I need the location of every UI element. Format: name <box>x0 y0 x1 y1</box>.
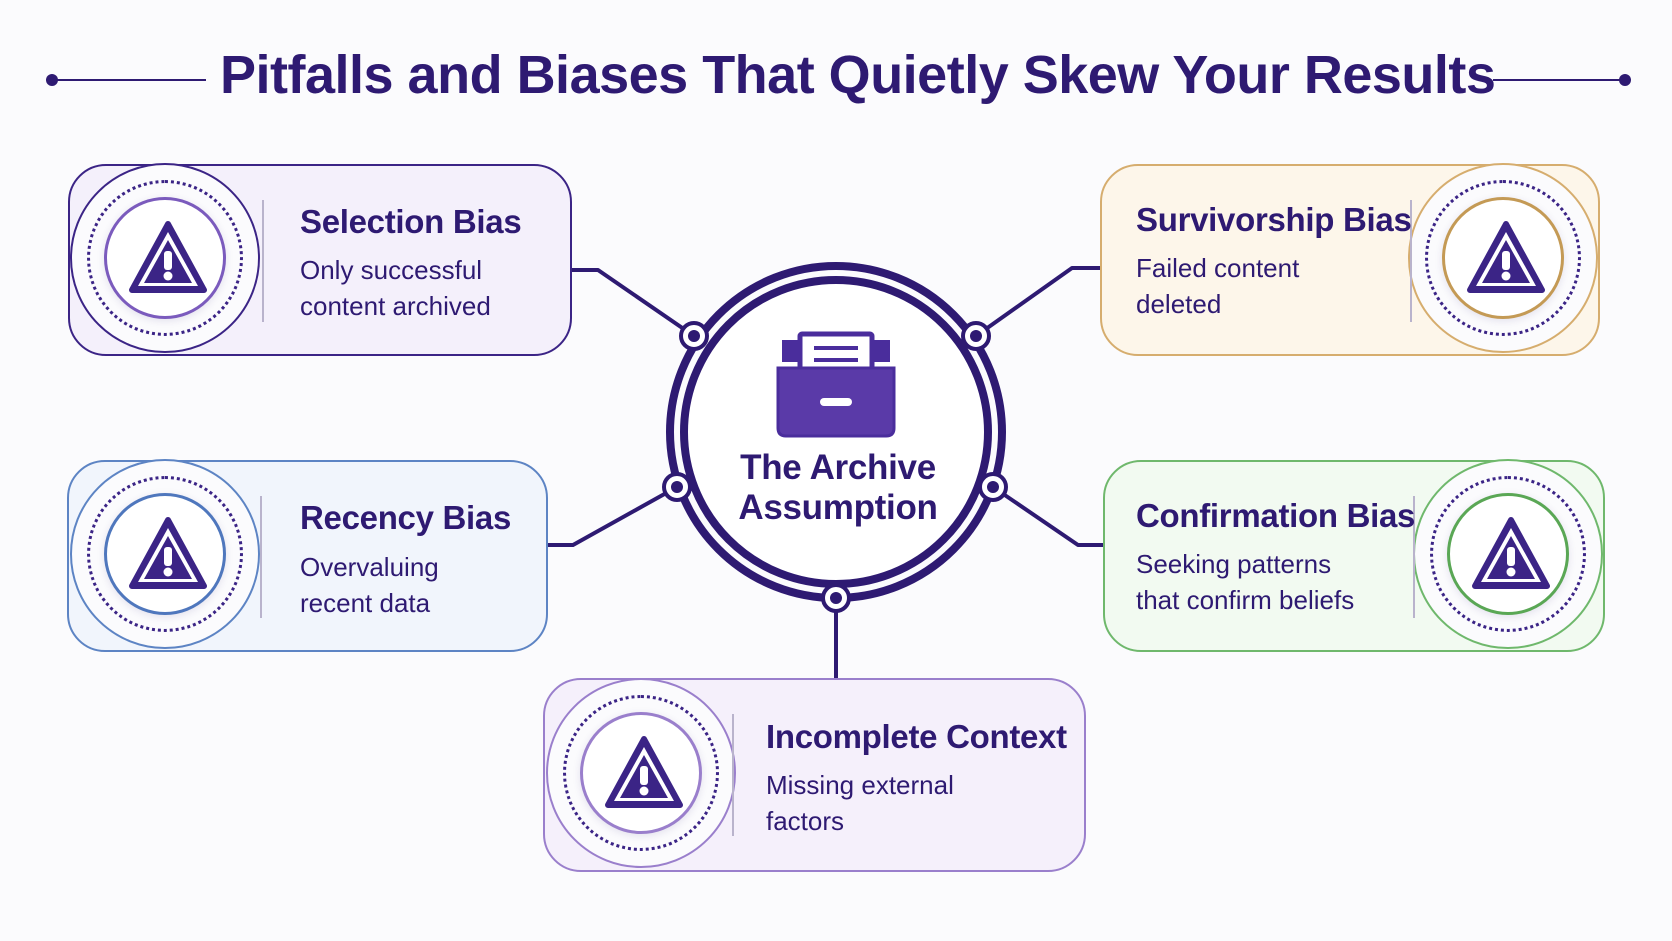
divider <box>1413 496 1415 618</box>
bias-desc-line: that confirm beliefs <box>1136 585 1355 615</box>
warning-icon <box>605 736 683 808</box>
bias-title-survivorship: Survivorship Bias <box>1136 201 1412 238</box>
connector-confirmation <box>991 485 1105 547</box>
bias-desc-line: deleted <box>1136 289 1222 319</box>
divider <box>260 496 262 618</box>
bias-desc-line: Missing external <box>766 770 954 800</box>
divider <box>732 714 734 836</box>
title-ornament-dot-right <box>1619 74 1631 86</box>
connector-survivorship <box>974 266 1102 338</box>
bias-title-selection: Selection Bias <box>300 203 522 240</box>
warning-icon <box>129 517 207 589</box>
bias-title-confirmation: Confirmation Bias <box>1136 497 1416 534</box>
bias-title-recency: Recency Bias <box>300 499 512 536</box>
bias-desc-selection: Only successful content archived <box>300 252 560 324</box>
hub-label-line2: Assumption <box>738 488 938 527</box>
hub-label-line1: The Archive <box>740 448 936 487</box>
bias-title-incomplete: Incomplete Context <box>766 718 1067 755</box>
bias-badge-survivorship <box>1408 163 1598 353</box>
title-row: Pitfalls and Biases That Quietly Skew Yo… <box>0 40 1672 120</box>
bias-desc-line: Failed content <box>1136 253 1300 283</box>
bias-badge-selection <box>70 163 260 353</box>
bias-badge-recency <box>70 459 260 649</box>
bias-badge-confirmation <box>1413 459 1603 649</box>
title-ornament-line-left <box>50 79 206 81</box>
bias-desc-survivorship: Failed content deleted <box>1136 250 1396 322</box>
bias-desc-line: Seeking patterns <box>1136 549 1332 579</box>
title-ornament-line-right <box>1493 79 1623 81</box>
bias-desc-line: Only successful <box>300 255 483 285</box>
connector-selection <box>570 268 696 338</box>
bias-badge-incomplete <box>546 678 736 868</box>
bias-desc-incomplete: Missing external factors <box>766 767 1026 839</box>
bias-desc-line: content archived <box>300 291 491 321</box>
divider <box>1410 200 1412 322</box>
bias-desc-line: factors <box>766 806 845 836</box>
hub-label: The Archive Assumption <box>700 448 976 528</box>
page-title: Pitfalls and Biases That Quietly Skew Yo… <box>220 45 1496 105</box>
archive-box-icon <box>776 331 896 438</box>
bias-desc-recency: Overvaluing recent data <box>300 549 560 621</box>
bias-desc-line: recent data <box>300 588 431 618</box>
warning-icon <box>1472 517 1550 589</box>
divider <box>262 200 264 322</box>
warning-icon <box>129 221 207 293</box>
bias-desc-line: Overvaluing <box>300 552 439 582</box>
bias-desc-confirmation: Seeking patterns that confirm beliefs <box>1136 546 1406 618</box>
warning-icon <box>1467 221 1545 293</box>
connector-recency <box>546 485 679 547</box>
